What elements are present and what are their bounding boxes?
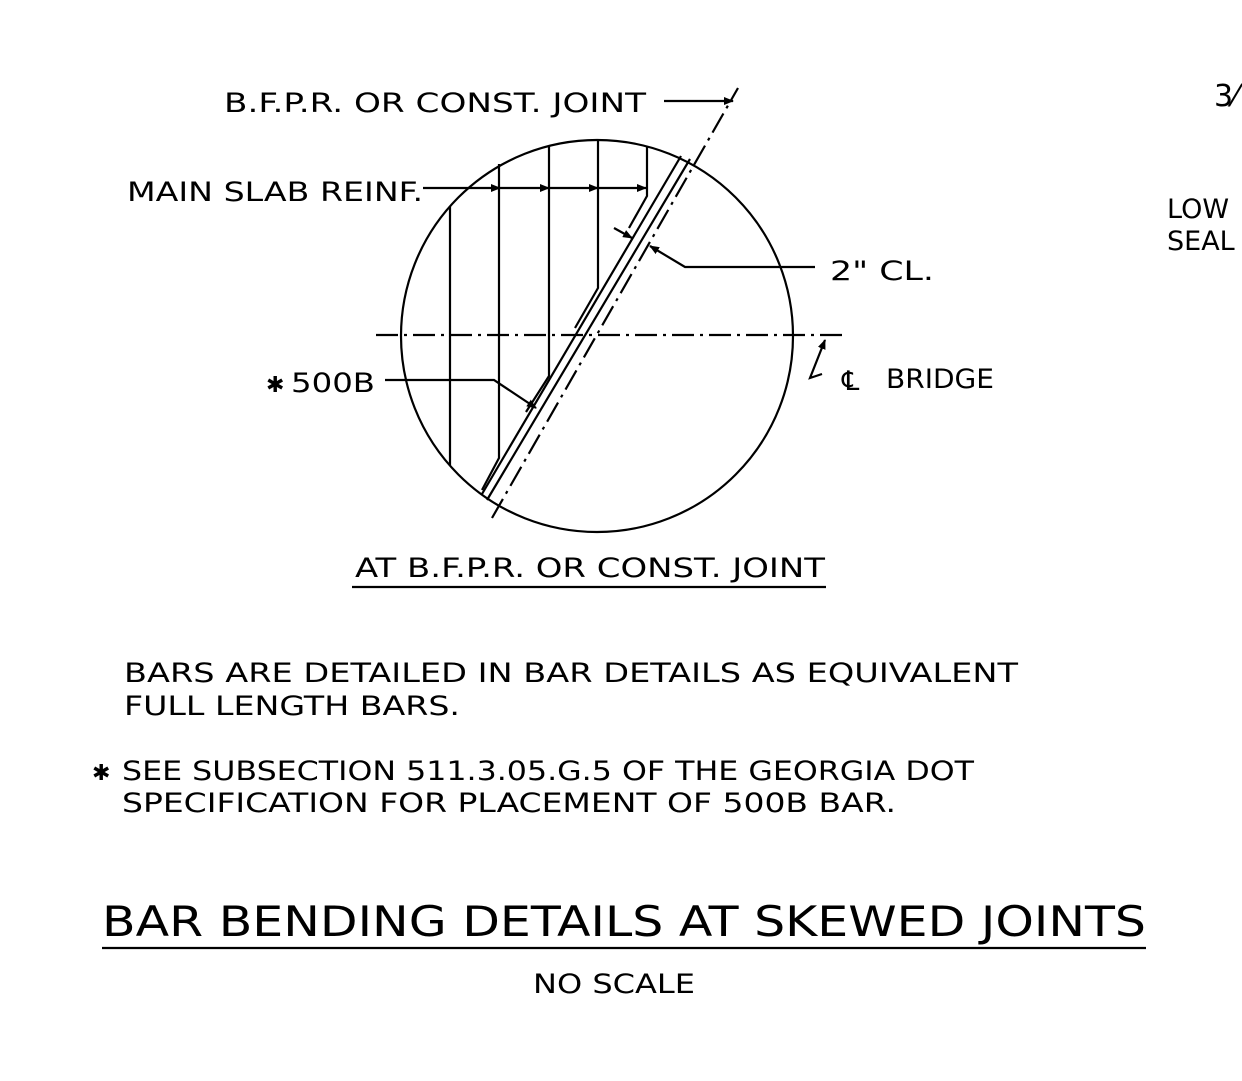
- centerline-symbol: ℄: [841, 366, 860, 397]
- centerline-leader: [808, 339, 827, 380]
- note-2-line-1: SEE SUBSECTION 511.3.05.G.5 OF THE GEORG…: [122, 756, 975, 787]
- centerline-label: BRIDGE: [886, 364, 994, 395]
- slab-edge-line: [486, 158, 691, 501]
- clearance-leader: [649, 245, 815, 269]
- main-bar: [574, 139, 600, 329]
- cutoff-text-low: LOW: [1167, 194, 1229, 225]
- joint-detail: [102, 87, 1146, 950]
- clearance-dim-arrow: [613, 227, 633, 239]
- main-bar: [481, 164, 501, 491]
- main-bar-500b: [525, 146, 551, 413]
- note-1-line-2: FULL LENGTH BARS.: [124, 691, 460, 722]
- clearance-label: 2" CL.: [830, 256, 934, 287]
- bar-mark-label: 500B: [291, 368, 375, 399]
- bar-mark-star: ✱: [266, 373, 284, 398]
- note-1-line-1: BARS ARE DETAILED IN BAR DETAILS AS EQUI…: [124, 658, 1019, 689]
- joint-label: B.F.P.R. OR CONST. JOINT: [224, 88, 647, 119]
- note-2-line-2: SPECIFICATION FOR PLACEMENT OF 500B BAR.: [122, 788, 896, 819]
- note-2-star: ✱: [92, 761, 110, 786]
- main-bar: [628, 146, 649, 229]
- detail-caption: AT B.F.P.R. OR CONST. JOINT: [355, 553, 826, 584]
- cutoff-fraction: 3⁄: [1214, 79, 1242, 114]
- joint-line: [491, 87, 739, 519]
- scale-note: NO SCALE: [533, 969, 695, 1000]
- bar-mark-leader: [385, 378, 537, 409]
- sheet-title: BAR BENDING DETAILS AT SKEWED JOINTS: [102, 897, 1146, 946]
- main-reinf-label: MAIN SLAB REINF.: [127, 177, 423, 208]
- slab-edge-line: [481, 155, 682, 495]
- cutoff-text-seal: SEAL: [1167, 226, 1235, 257]
